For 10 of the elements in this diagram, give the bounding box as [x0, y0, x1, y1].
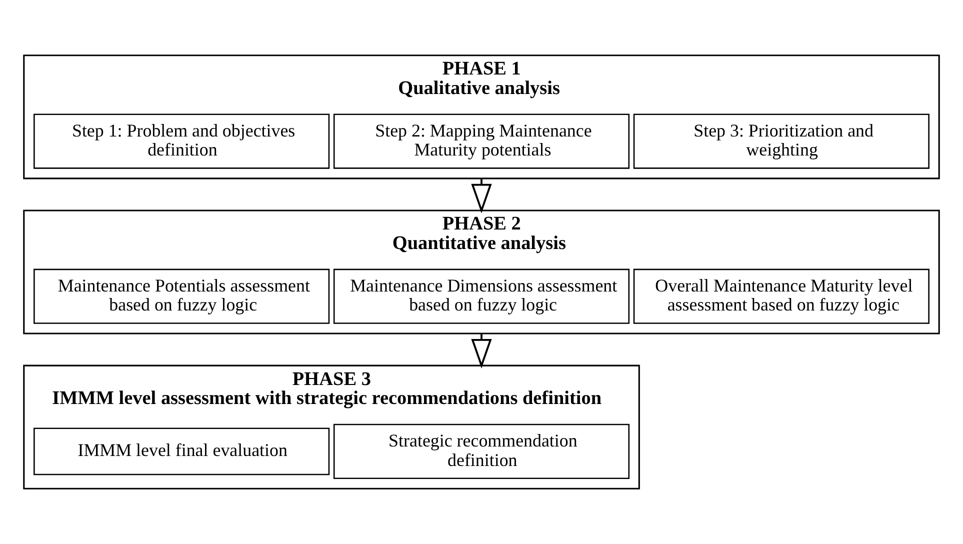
node-box: Overall Maintenance Maturity level assessment based on fuzzy logic [633, 268, 930, 324]
node-box: Maintenance Potentials assessment based on fuzzy logic [34, 268, 330, 324]
node-box: IMMM level final evaluation [34, 428, 330, 476]
node-box: Strategic recommendation definition [333, 424, 630, 479]
node-box: Step 2: Mapping Maintenance Maturity potentials [333, 114, 630, 169]
node-box: Step 1: Problem and objectives definition [34, 114, 330, 169]
arrow [471, 178, 492, 214]
node-box: Step 3: Prioritization and weighting [633, 114, 930, 169]
arrow [471, 334, 492, 368]
node-box: Maintenance Dimensions assessment based on fuzzy logic [333, 268, 630, 324]
